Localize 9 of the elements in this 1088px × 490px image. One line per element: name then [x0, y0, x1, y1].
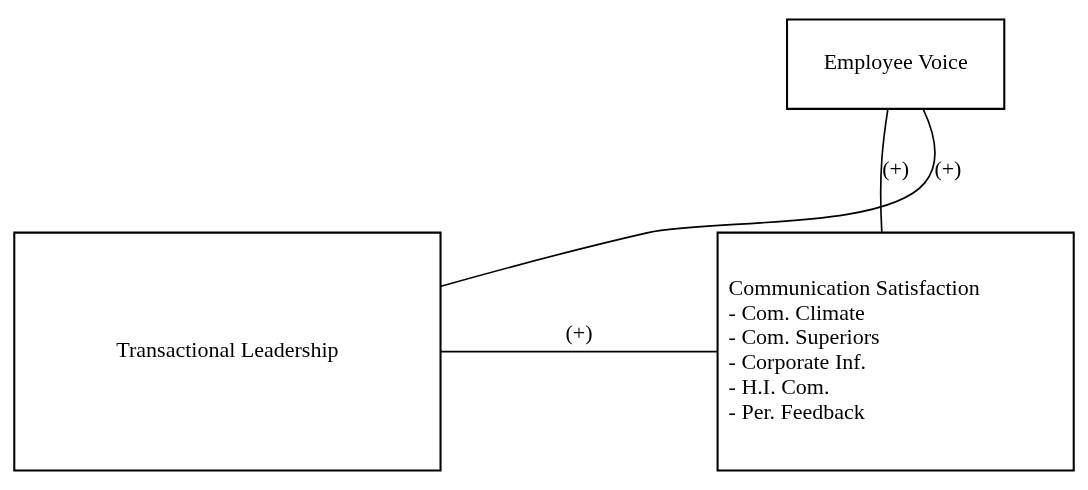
connector	[879, 108, 889, 234]
edge-label: (+)	[934, 155, 962, 181]
node-box: Employee Voice	[786, 18, 1006, 110]
node-box: Transactional Leadership	[13, 231, 442, 472]
connector	[440, 108, 936, 288]
connector	[439, 350, 719, 353]
edge-label: (+)	[882, 155, 910, 181]
node-box: Communication Satisfaction - Com. Climate - Com. Superiors - Corporate Inf. - H.I. Com. - Per. Feedback	[716, 231, 1075, 472]
edge-label: (+)	[565, 320, 593, 346]
